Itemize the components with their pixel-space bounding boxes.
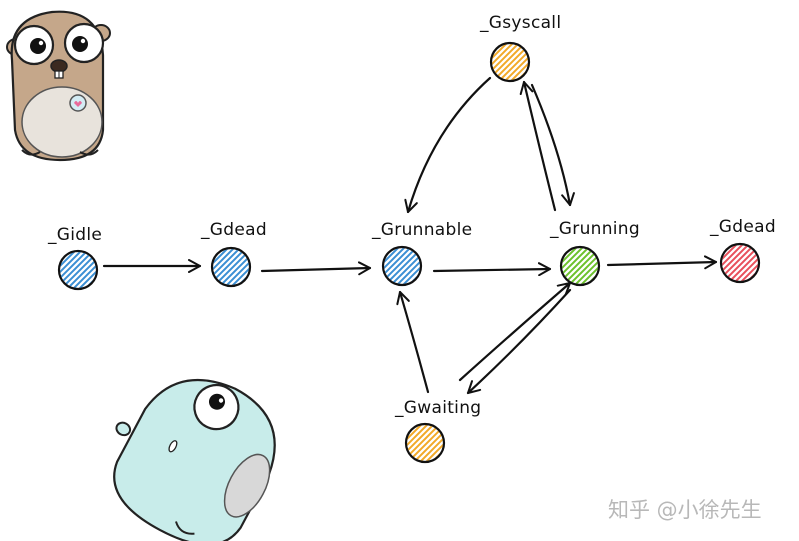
edge-gwaiting-to-grunnable [396, 290, 430, 394]
node-label-gsyscall: _Gsyscall [479, 13, 561, 33]
node-label-gdead1: _Gdead [200, 220, 267, 240]
node-gdead1: _Gdead [200, 220, 267, 288]
edge-grunning-to-gdead2 [606, 255, 718, 270]
node-label-grunning: _Grunning [549, 219, 640, 239]
node-grunning: _Grunning [549, 219, 640, 287]
node-label-gwaiting: _Gwaiting [394, 398, 481, 418]
node-gidle: _Gidle [47, 225, 102, 291]
edge-grunning-to-gsyscall [519, 80, 557, 212]
node-gdead2: _Gdead [709, 217, 776, 284]
node-label-gdead2: _Gdead [709, 217, 776, 237]
edge-gsyscall-to-grunning [530, 83, 575, 207]
edge-gdead1-to-grunnable [260, 261, 372, 276]
edge-gsyscall-to-grunnable [404, 76, 492, 214]
node-gwaiting: _Gwaiting [394, 398, 481, 464]
watermark: 知乎 @小徐先生 [608, 498, 762, 522]
node-gsyscall: _Gsyscall [479, 13, 561, 83]
node-label-gidle: _Gidle [47, 225, 102, 245]
state-nodes: _Gidle _Gdead _Grunnable _Grunning _Gdead _Gs… [47, 13, 776, 464]
edge-gwaiting-to-grunning [458, 281, 572, 382]
edge-grunning-to-gwaiting [466, 288, 572, 395]
blue-gopher-icon [113, 378, 276, 541]
brown-gopher-icon [6, 10, 111, 162]
node-label-grunnable: _Grunnable [371, 220, 472, 240]
state-transitions [102, 76, 718, 395]
edge-grunnable-to-grunning [432, 262, 552, 277]
node-grunnable: _Grunnable [371, 220, 472, 287]
